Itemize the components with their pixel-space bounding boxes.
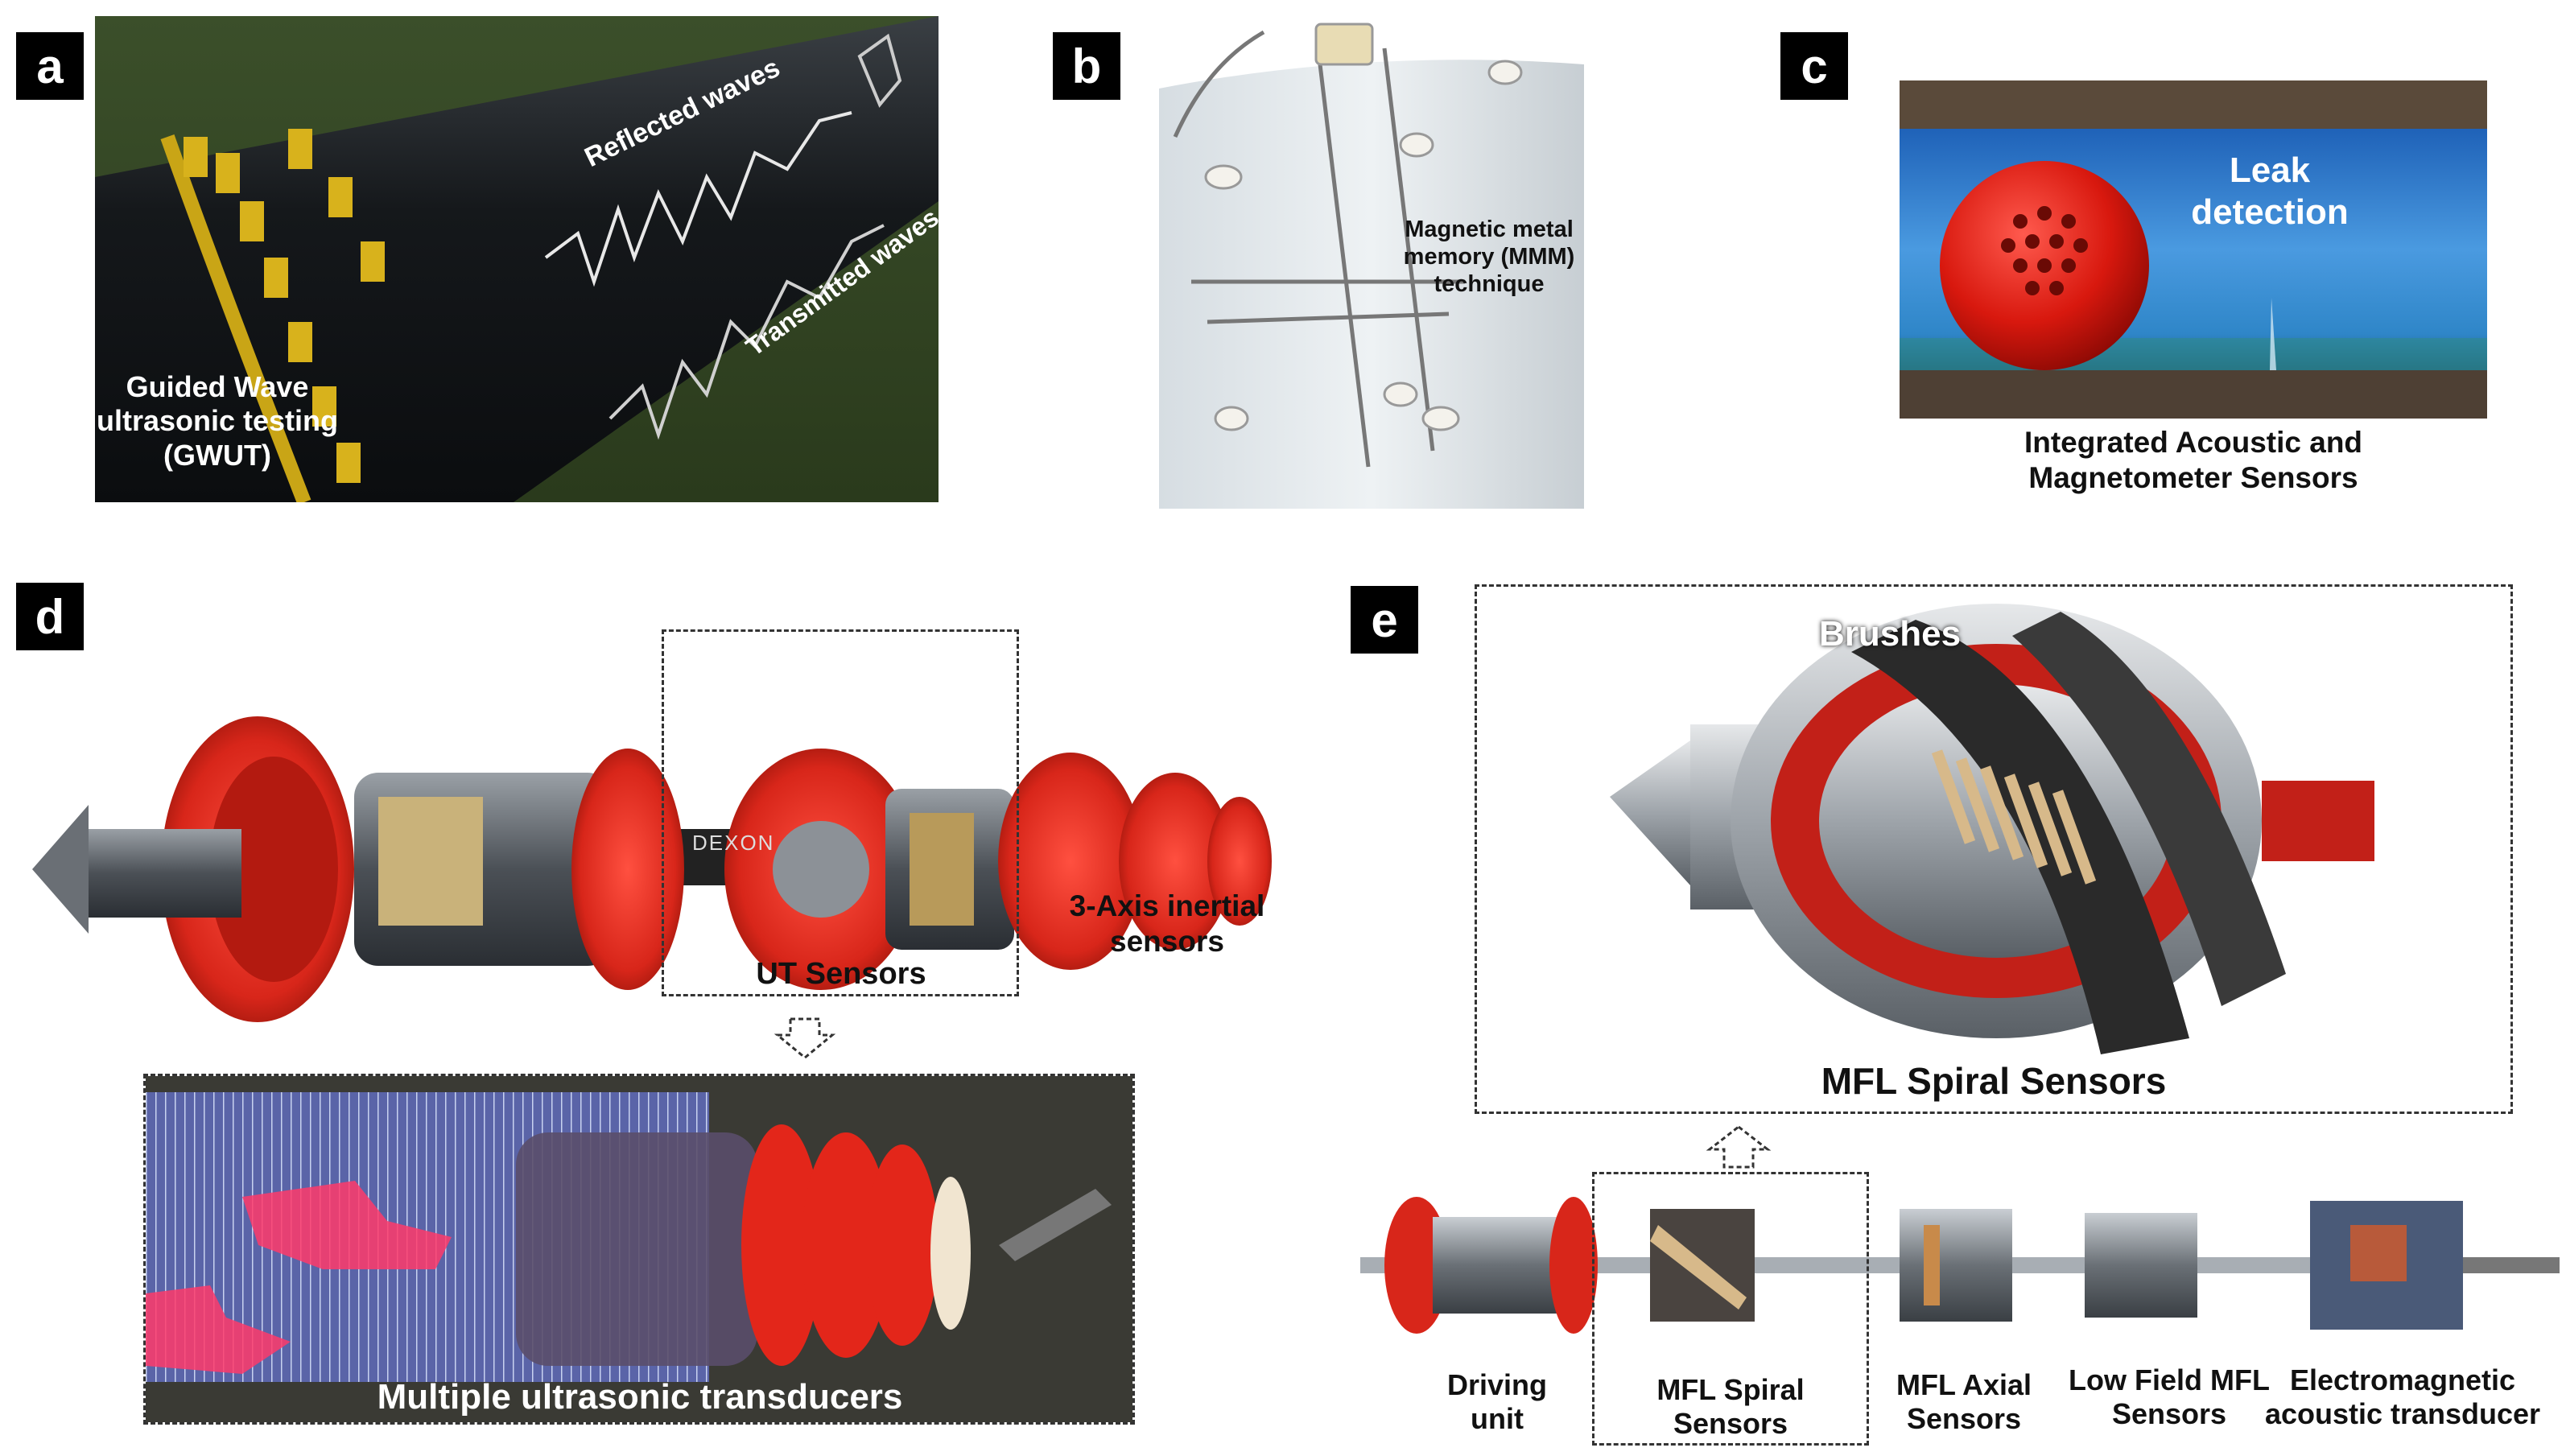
module-label-line2: Sensors [1673,1407,1788,1441]
panel-letter-b: b [1053,32,1120,100]
mmm-label: Magnetic metal memory (MMM) technique [1368,216,1610,299]
acoustic-caption-line1: Integrated Acoustic and [2024,426,2363,459]
mmm-photo [1159,16,1584,509]
inertial-sensors-label: 3-Axis inertial sensors [1038,889,1296,959]
mfl-spiral-sensor-photo [1578,588,2391,1062]
inertial-line1: 3-Axis inertial [1069,889,1265,922]
module-label-line2: acoustic transducer [2264,1397,2541,1431]
ut-sensors-box [662,629,1019,996]
mfl-spiral-module-box [1592,1172,1869,1446]
gwut-label-line3: (GWUT) [163,438,271,472]
module-label-emat: Electromagnetic acoustic transducer [2254,1363,2552,1432]
gwut-label: Guided Wave ultrasonic testing (GWUT) [89,370,346,472]
multiple-transducers-label: Multiple ultrasonic transducers [377,1377,903,1417]
ultrasonic-transducers-photo [143,1074,1135,1425]
module-label-mfl-spiral: MFL Spiral Sensors [1602,1373,1859,1442]
leak-detection-photo [1900,80,2487,419]
mmm-label-line3: technique [1434,271,1545,298]
ut-sensors-label: UT Sensors [756,957,926,991]
module-label-line1: Low Field MFL [2069,1363,2270,1396]
panel-letter-c: c [1780,32,1848,100]
module-label-line1: MFL Axial [1896,1368,2032,1401]
panel-letter-a: a [16,32,84,100]
mfl-spiral-sensors-title: MFL Spiral Sensors [1821,1060,2167,1102]
module-label-line2: unit [1471,1402,1524,1436]
module-label-line2: Sensors [1906,1402,2022,1436]
module-label-low-field-mfl: Low Field MFL Sensors [2052,1363,2286,1432]
panel-letter-d: d [16,583,84,650]
gwut-label-line1: Guided Wave [126,370,309,403]
gwut-label-line2: ultrasonic testing [96,404,339,438]
mfl-zoom-arrow-icon [1706,1125,1772,1169]
module-label-mfl-axial: MFL Axial Sensors [1851,1368,2077,1437]
acoustic-magnetometer-caption: Integrated Acoustic and Magnetometer Sen… [1900,425,2487,495]
mmm-label-line2: memory (MMM) [1403,244,1575,270]
module-label-line1: Electromagnetic [2289,1363,2516,1396]
module-label-line1: Driving [1446,1368,1547,1401]
leak-detection-line1: Leak [2229,151,2311,190]
leak-detection-label: Leak detection [2141,150,2399,233]
acoustic-caption-line2: Magnetometer Sensors [2028,460,2358,494]
leak-detection-line2: detection [2191,192,2349,232]
gwut-photo [95,16,939,502]
ut-zoom-arrow-icon [774,1017,836,1059]
inertial-line2: sensors [1110,924,1224,958]
panel-letter-e: e [1351,586,1418,654]
mfl-tool-string-photo [1360,1177,2560,1362]
module-label-line1: MFL Spiral [1656,1373,1805,1406]
mmm-label-line1: Magnetic metal [1405,217,1574,242]
ut-pig-tool-photo [16,676,1272,1054]
mfl-spiral-zoom-box [1475,584,2513,1114]
brushes-label: Brushes [1819,614,1962,654]
dexon-brand: DEXON [692,831,775,855]
module-label-line2: Sensors [2111,1397,2227,1431]
module-label-driving-unit: Driving unit [1376,1368,1618,1437]
